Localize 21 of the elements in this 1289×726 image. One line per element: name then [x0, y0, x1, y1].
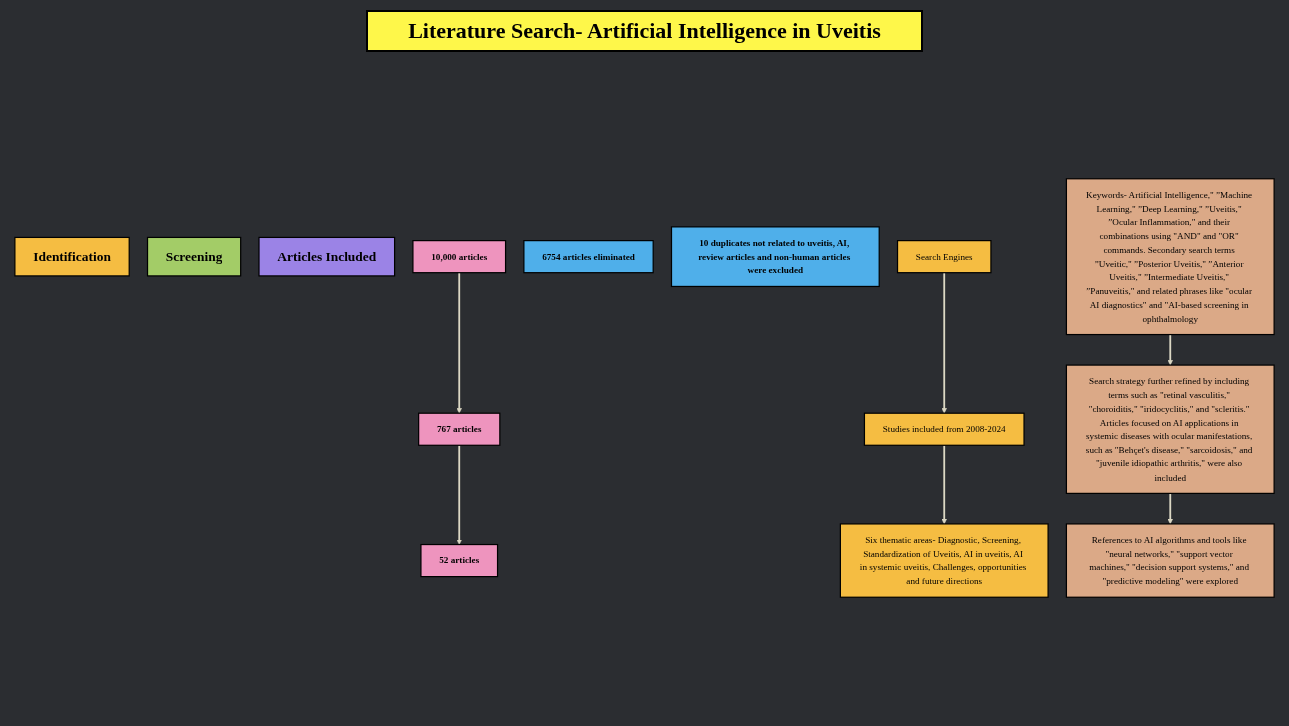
node-box: Search strategy further refined by including terms such as "retinal vasculitis," "choroiditis," "iridocyclitis," and "scleritis." Articles focused on AI applications in systemic diseases with ocular manifestations, such as "Behçet's disease," "sarcoidosis," and "juvenile idiopathic arthritis," were also included: [1065, 364, 1275, 494]
node-box: References to AI algorithms and tools like "neural networks," "support vector machines," "decision support systems," and "predictive modeling" were explored: [1065, 523, 1275, 598]
node-box: 10,000 articles: [412, 240, 507, 274]
arrow: [1167, 492, 1173, 525]
arrow: [1167, 333, 1173, 366]
node-box: 52 articles: [420, 543, 499, 578]
node-box: Keywords- Artificial Intelligence," ”Machine Learning," ”Deep Learning," ”Uveitis," ”Ocular Inflammation," and their combinations using "AND" and "OR" commands. Secondary search terms ”Uveitic," ”Posterior Uveitis," ”Anterior Uveitis," ”Intermediate Uveitis," ”Panuveitis," and related phrases like "ocular AI diagnostics" and "AI-based screening in ophthalmology: [1065, 178, 1275, 336]
arrow: [456, 444, 462, 545]
node-box: 10 duplicates not related to uveitis, AI, review articles and non-human articles were excluded: [670, 226, 880, 288]
arrow: [456, 271, 462, 414]
title-banner: Literature Search- Artificial Intelligence in Uveitis: [366, 10, 923, 52]
node-box: 767 articles: [418, 412, 501, 446]
arrow: [941, 271, 947, 414]
node-box: Studies included from 2008-2024: [863, 412, 1025, 446]
node-box: Articles Included: [258, 236, 396, 277]
node-box: Screening: [146, 236, 242, 277]
node-box: Six thematic areas- Diagnostic, Screening, Standardization of Uveitis, AI in uveitis, AI in systemic uveitis, Challenges, opportunities and future directions: [839, 523, 1049, 598]
arrow: [941, 444, 947, 525]
node-box: Search Engines: [896, 240, 992, 274]
node-box: Identification: [14, 236, 130, 277]
node-box: 6754 articles eliminated: [523, 240, 654, 274]
